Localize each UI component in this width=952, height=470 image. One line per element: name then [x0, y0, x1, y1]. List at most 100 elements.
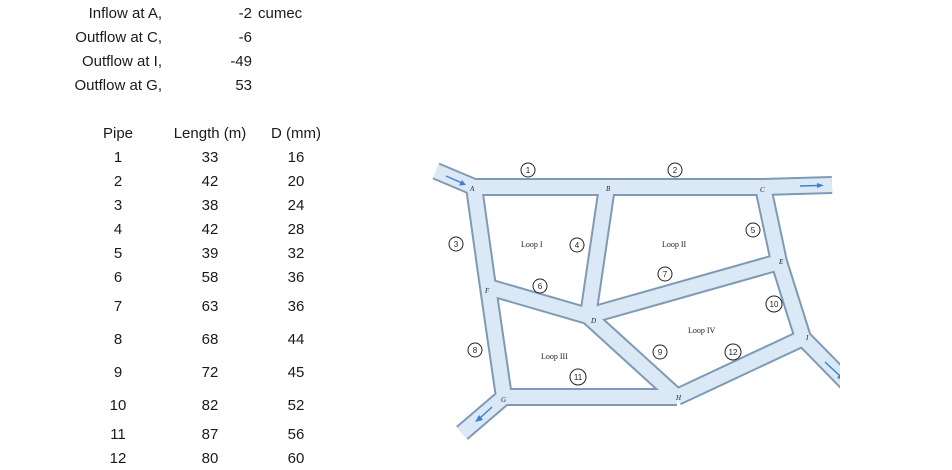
pipe-segments	[432, 162, 840, 440]
outflow-arrowhead-i	[837, 374, 840, 379]
loop-label-4: Loop IV	[688, 326, 716, 335]
loop-labels: Loop I Loop II Loop III Loop IV	[521, 240, 716, 361]
table-cell-length: 63	[201, 298, 219, 315]
table-cell-diameter: 45	[287, 364, 305, 381]
flow-label-i: Outflow at I,	[81, 53, 162, 70]
pipe-3	[467, 186, 495, 288]
table-cell-length: 42	[201, 221, 219, 238]
table-cell-length: 39	[201, 245, 219, 262]
table-cell-diameter: 36	[287, 298, 305, 315]
table-cell-diameter: 24	[287, 197, 305, 214]
table-cell-diameter: 36	[287, 269, 305, 286]
node-label-c: C	[760, 186, 765, 194]
svg-text:8: 8	[473, 346, 478, 355]
pipe-number-1: 1	[520, 162, 536, 178]
table-cell-pipe: 7	[113, 298, 123, 315]
svg-text:3: 3	[454, 240, 459, 249]
pipe-4	[581, 185, 614, 318]
inflow-arrowhead-a	[459, 180, 466, 186]
table-cell-pipe: 6	[113, 269, 123, 286]
outflow-arrowhead-g	[475, 415, 483, 422]
node-labels: A B C D E F G H I	[469, 185, 809, 404]
outlet-pipe-i	[798, 333, 840, 386]
pipe-number-markers: 1 2 3 4 5 6 7 8 9 10 11 12	[448, 162, 783, 386]
flow-value-a: -2	[238, 5, 252, 22]
column-header-pipe: Pipe	[102, 125, 134, 142]
table-cell-pipe: 10	[109, 397, 127, 414]
svg-text:10: 10	[770, 300, 779, 309]
svg-text:11: 11	[574, 373, 583, 382]
pipe-6	[486, 280, 590, 323]
table-cell-diameter: 44	[287, 331, 305, 348]
table-cell-diameter: 16	[287, 149, 305, 166]
table-cell-diameter: 60	[287, 450, 305, 467]
table-cell-pipe: 3	[113, 197, 123, 214]
flow-label-a: Inflow at A,	[88, 5, 162, 22]
loop-label-2: Loop II	[662, 240, 687, 249]
table-cell-length: 82	[201, 397, 219, 414]
svg-text:2: 2	[673, 166, 678, 175]
pipe-number-7: 7	[657, 266, 673, 282]
node-label-b: B	[606, 185, 611, 193]
svg-text:6: 6	[538, 282, 543, 291]
svg-text:4: 4	[575, 241, 580, 250]
column-header-diameter: D (mm)	[271, 125, 321, 142]
pipe-9	[583, 310, 682, 403]
loop-label-1: Loop I	[521, 240, 543, 249]
pipe-number-12: 12	[724, 343, 742, 361]
table-cell-pipe: 1	[113, 149, 123, 166]
table-cell-pipe: 5	[113, 245, 123, 262]
table-cell-pipe: 12	[109, 450, 127, 467]
pipe-7	[586, 255, 781, 323]
node-label-f: F	[484, 287, 490, 295]
flow-value-i: -49	[230, 53, 252, 70]
table-cell-pipe: 11	[110, 426, 126, 443]
node-label-i: I	[805, 334, 809, 342]
table-cell-length: 42	[201, 173, 219, 190]
column-header-length: Length (m)	[173, 125, 247, 142]
table-cell-length: 87	[201, 426, 219, 443]
pipe-number-4: 4	[569, 237, 585, 253]
pipe-12	[674, 331, 806, 404]
node-label-e: E	[778, 258, 784, 266]
table-cell-length: 33	[201, 149, 219, 166]
table-cell-pipe: 4	[113, 221, 123, 238]
svg-text:1: 1	[526, 166, 531, 175]
pipe-number-9: 9	[652, 344, 668, 360]
pipe-number-5: 5	[745, 222, 761, 238]
pipe-5	[756, 185, 786, 264]
pipe-number-3: 3	[448, 236, 464, 252]
pipe-number-6: 6	[532, 278, 548, 294]
table-cell-diameter: 32	[287, 245, 305, 262]
node-label-d: D	[590, 317, 596, 325]
pipe-8	[481, 285, 511, 399]
pipe-number-8: 8	[467, 342, 483, 358]
table-cell-diameter: 28	[287, 221, 305, 238]
inflow-arrow-a	[445, 175, 463, 184]
inlet-pipe-a	[433, 164, 477, 194]
table-cell-pipe: 9	[113, 364, 123, 381]
table-cell-pipe: 2	[113, 173, 123, 190]
table-cell-length: 68	[201, 331, 219, 348]
flow-label-g: Outflow at G,	[74, 77, 162, 94]
node-label-a: A	[469, 185, 475, 193]
table-cell-length: 38	[201, 197, 219, 214]
loop-label-3: Loop III	[541, 352, 568, 361]
pipe-network-diagram: A B C D E F G H I Loop I Loop II Loop II…	[432, 162, 840, 440]
pipe-10	[772, 259, 810, 341]
node-label-h: H	[675, 394, 682, 402]
flow-unit: cumec	[258, 5, 303, 22]
pipe-number-10: 10	[765, 295, 783, 313]
flow-value-g: 53	[235, 77, 252, 94]
flow-label-c: Outflow at C,	[75, 29, 162, 46]
svg-text:5: 5	[751, 226, 756, 235]
flow-arrows	[445, 175, 840, 422]
outflow-arrow-c	[799, 184, 819, 187]
table-cell-length: 58	[201, 269, 219, 286]
flow-value-c: -6	[238, 29, 252, 46]
table-cell-length: 80	[201, 450, 219, 467]
node-label-g: G	[501, 396, 506, 404]
svg-text:9: 9	[658, 348, 663, 357]
svg-text:7: 7	[663, 270, 668, 279]
table-cell-diameter: 56	[287, 426, 305, 443]
